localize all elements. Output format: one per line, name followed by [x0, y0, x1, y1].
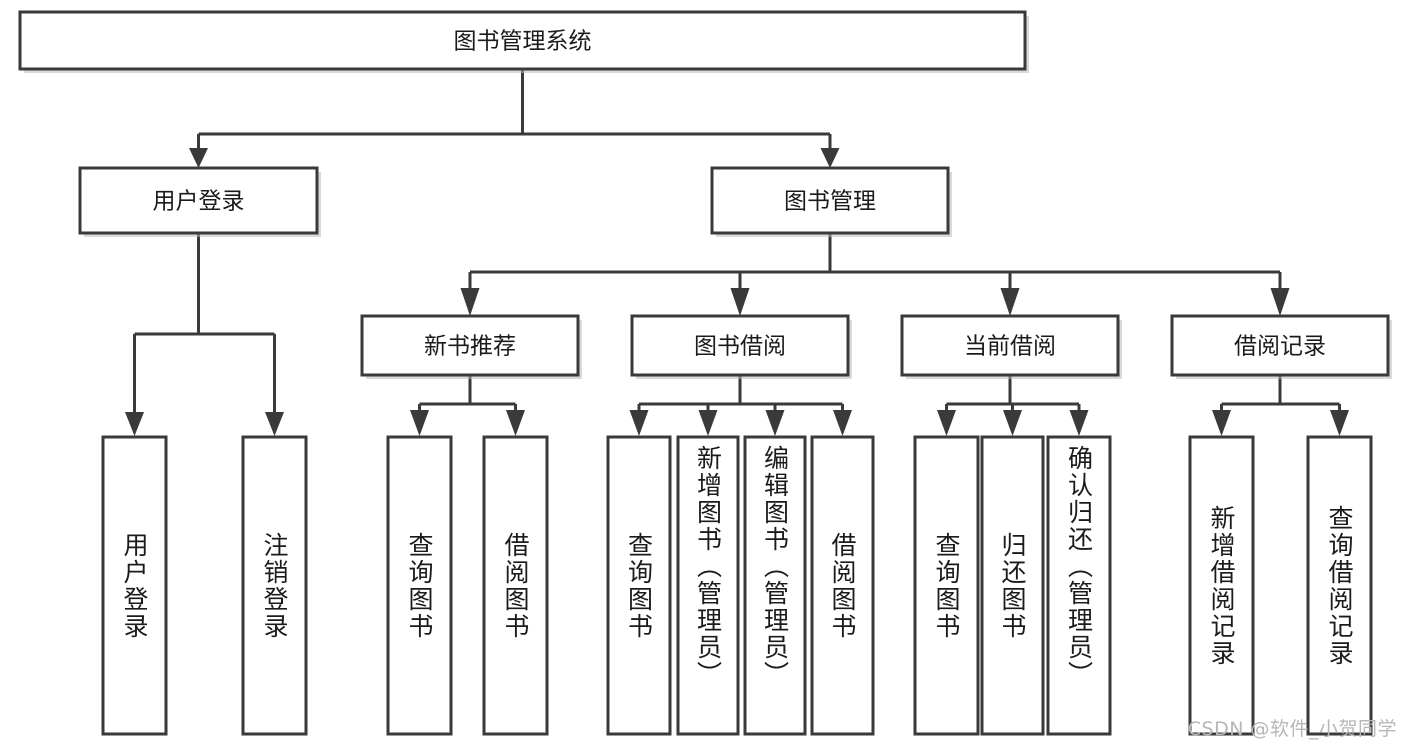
- arrowhead-current-query: [937, 410, 956, 436]
- arrowhead-records: [1270, 288, 1290, 316]
- leaf-box-query-book-borrow[interactable]: [606, 435, 672, 736]
- leaf-box-borrow-book-newbook[interactable]: [482, 435, 549, 736]
- node-user-login-box[interactable]: [78, 166, 319, 235]
- arrowhead-borrow-add: [698, 410, 718, 436]
- node-borrow-records[interactable]: 借阅记录: [1170, 314, 1392, 379]
- arrowhead-borrow-edit: [765, 410, 785, 436]
- node-root[interactable]: 图书管理系统: [18, 10, 1029, 73]
- arrowhead-newbook-query: [410, 410, 429, 436]
- arrowhead-user-login: [189, 148, 208, 168]
- node-book-borrow[interactable]: 图书借阅: [630, 314, 852, 379]
- leaf-box-logout[interactable]: [241, 435, 308, 736]
- arrowhead-leaf-user-login: [125, 412, 144, 436]
- node-user-login[interactable]: 用户登录: [78, 166, 321, 237]
- node-book-management[interactable]: 图书管理: [710, 166, 952, 237]
- node-current-borrow-label: 当前借阅: [964, 334, 1056, 360]
- arrowhead-newbook-borrow: [506, 410, 525, 436]
- node-book-borrow-box[interactable]: [630, 314, 850, 377]
- arrowhead-leaf-logout: [265, 412, 284, 436]
- leaf-box-lend-book[interactable]: [810, 435, 875, 736]
- node-current-borrow[interactable]: 当前借阅: [900, 314, 1122, 379]
- arrowhead-book-mgmt: [820, 148, 840, 168]
- arrowhead-borrow-query: [629, 410, 649, 436]
- arrowhead-current-confirm: [1069, 410, 1089, 436]
- arrowhead-borrow: [730, 288, 750, 316]
- arrowhead-current-return: [1003, 410, 1022, 436]
- leaf-box-query-book-current[interactable]: [913, 435, 980, 736]
- leaf-box-confirm-return-admin[interactable]: [1046, 435, 1112, 736]
- leaf-box-return-book[interactable]: [980, 435, 1045, 736]
- arrowhead-newbook: [460, 288, 480, 316]
- node-new-book-recommend-label: 新书推荐: [424, 334, 516, 360]
- arrowhead-borrow-lend: [833, 410, 852, 436]
- arrowhead-records-query: [1330, 410, 1349, 436]
- node-book-borrow-label: 图书借阅: [694, 334, 786, 360]
- node-current-borrow-box[interactable]: [900, 314, 1120, 377]
- connector-group: [125, 69, 1349, 436]
- leaf-box-user-login[interactable]: [101, 435, 168, 736]
- node-new-book-recommend[interactable]: 新书推荐: [360, 314, 582, 379]
- leaf-box-query-borrow-record[interactable]: [1306, 435, 1373, 736]
- leaf-box-edit-book-admin[interactable]: [743, 435, 807, 736]
- leaf-box-query-book-newbook[interactable]: [386, 435, 453, 736]
- node-root-box[interactable]: [18, 10, 1027, 71]
- node-borrow-records-label: 借阅记录: [1234, 334, 1326, 360]
- node-root-label: 图书管理系统: [454, 29, 592, 55]
- arrowhead-records-add: [1212, 410, 1231, 436]
- arrowhead-current: [1000, 288, 1020, 316]
- leaf-node-group: [101, 435, 1373, 736]
- node-new-book-recommend-box[interactable]: [360, 314, 580, 377]
- node-book-management-label: 图书管理: [784, 189, 876, 215]
- node-user-login-label: 用户登录: [153, 189, 245, 215]
- node-borrow-records-box[interactable]: [1170, 314, 1390, 377]
- node-book-management-box[interactable]: [710, 166, 950, 235]
- leaf-box-add-book-admin[interactable]: [676, 435, 740, 736]
- leaf-box-add-borrow-record[interactable]: [1188, 435, 1255, 736]
